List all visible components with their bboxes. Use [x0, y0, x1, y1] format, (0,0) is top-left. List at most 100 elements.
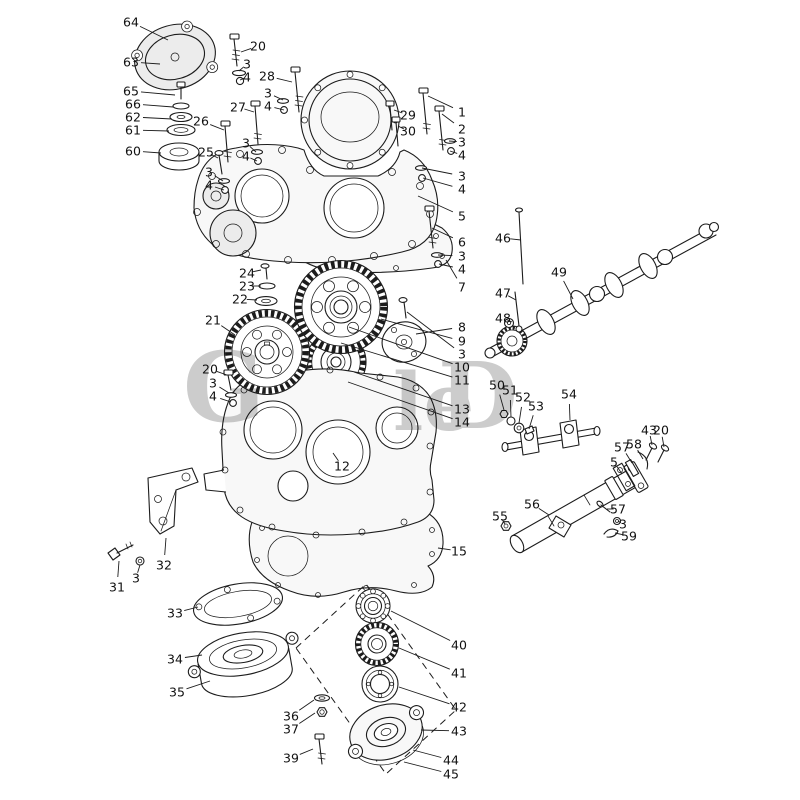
callout-3: 3	[458, 347, 466, 362]
callout-48: 48	[495, 311, 511, 326]
callout-4: 4	[458, 182, 466, 197]
callout-60: 60	[125, 144, 141, 159]
callout-45: 45	[443, 767, 459, 782]
leader-line	[137, 564, 141, 573]
leader-line	[353, 371, 453, 407]
callout-11: 11	[454, 373, 470, 388]
callout-13: 13	[454, 402, 470, 417]
leader-line	[184, 654, 203, 658]
callout-3: 3	[458, 135, 466, 150]
leader-line	[221, 325, 236, 336]
callout-65: 65	[123, 84, 139, 99]
callout-27: 27	[230, 100, 246, 115]
callout-15: 15	[451, 544, 467, 559]
callout-6: 6	[458, 235, 466, 250]
leader-line	[249, 146, 257, 153]
leader-line	[299, 712, 316, 724]
callout-44: 44	[443, 753, 459, 768]
callout-25: 25	[198, 145, 214, 160]
callout-4: 4	[209, 389, 217, 404]
callout-2: 2	[458, 122, 466, 137]
callout-43: 43	[641, 423, 657, 438]
leader-line	[380, 318, 453, 339]
leader-line	[406, 311, 455, 349]
leader-line	[393, 109, 403, 114]
leader-line	[142, 151, 162, 154]
leader-line	[449, 150, 458, 154]
leader-line	[507, 295, 517, 301]
callout-10: 10	[454, 360, 470, 375]
leader-line	[538, 508, 550, 516]
leader-line	[214, 186, 225, 191]
leader-line	[422, 177, 453, 187]
leader-line	[240, 47, 252, 53]
leader-line	[276, 77, 293, 83]
callout-37: 37	[283, 722, 299, 737]
leader-line	[164, 537, 167, 556]
leader-line	[210, 124, 225, 131]
callout-3: 3	[132, 571, 140, 586]
part-pushrod-46	[503, 207, 524, 333]
leader-line	[614, 532, 624, 536]
callout-55: 55	[492, 509, 508, 524]
callout-22: 22	[232, 292, 248, 307]
leader-line	[427, 95, 454, 109]
callout-4: 4	[242, 149, 250, 164]
callout-23: 23	[239, 279, 255, 294]
callout-3: 3	[458, 249, 466, 264]
leader-line	[244, 108, 255, 113]
callout-34: 34	[167, 652, 183, 667]
callout-4: 4	[458, 262, 466, 277]
leader-line	[506, 319, 513, 323]
callout-56: 56	[524, 497, 540, 512]
callout-4: 4	[205, 178, 213, 193]
leader-line	[117, 560, 120, 578]
leader-line	[216, 370, 228, 376]
callout-9: 9	[458, 334, 466, 349]
leader-line	[412, 749, 442, 758]
leader-line	[499, 394, 505, 411]
leader-line	[299, 748, 314, 755]
callout-35: 35	[169, 685, 185, 700]
leader-line	[563, 280, 574, 300]
part-housing-34	[187, 631, 299, 698]
leader-line	[340, 342, 453, 378]
callout-41: 41	[451, 666, 467, 681]
fastener-set-left	[223, 369, 238, 407]
leader-line	[510, 238, 522, 241]
leader-line	[637, 449, 644, 460]
part-elbow-fittings	[500, 442, 670, 538]
callout-64: 64	[123, 15, 139, 30]
callout-39: 39	[283, 751, 299, 766]
part-race-42	[361, 665, 399, 703]
leader-line	[252, 269, 262, 273]
callout-53: 53	[528, 399, 544, 414]
callout-40: 40	[451, 638, 467, 653]
callout-43: 43	[451, 724, 467, 739]
callout-47: 47	[495, 286, 511, 301]
callout-59: 59	[621, 529, 637, 544]
leader-line	[437, 547, 451, 551]
leader-line	[239, 77, 245, 81]
leader-line	[250, 157, 258, 162]
callout-5: 5	[458, 209, 466, 224]
leader-line	[625, 453, 633, 464]
leader-line	[398, 686, 450, 705]
leader-line	[142, 129, 170, 132]
part-timing-cover	[193, 70, 439, 264]
callout-7: 7	[458, 280, 466, 295]
leader-line	[528, 415, 534, 430]
leader-line	[501, 518, 506, 525]
callout-3: 3	[619, 517, 627, 532]
leader-line	[246, 298, 258, 301]
leader-line	[417, 195, 454, 213]
callout-58: 58	[626, 437, 642, 452]
callout-49: 49	[551, 265, 567, 280]
callout-61: 61	[125, 123, 141, 138]
leader-line	[184, 606, 199, 612]
part-plate-8	[381, 297, 427, 363]
leader-line	[238, 66, 245, 72]
part-bracket-32	[147, 467, 199, 535]
